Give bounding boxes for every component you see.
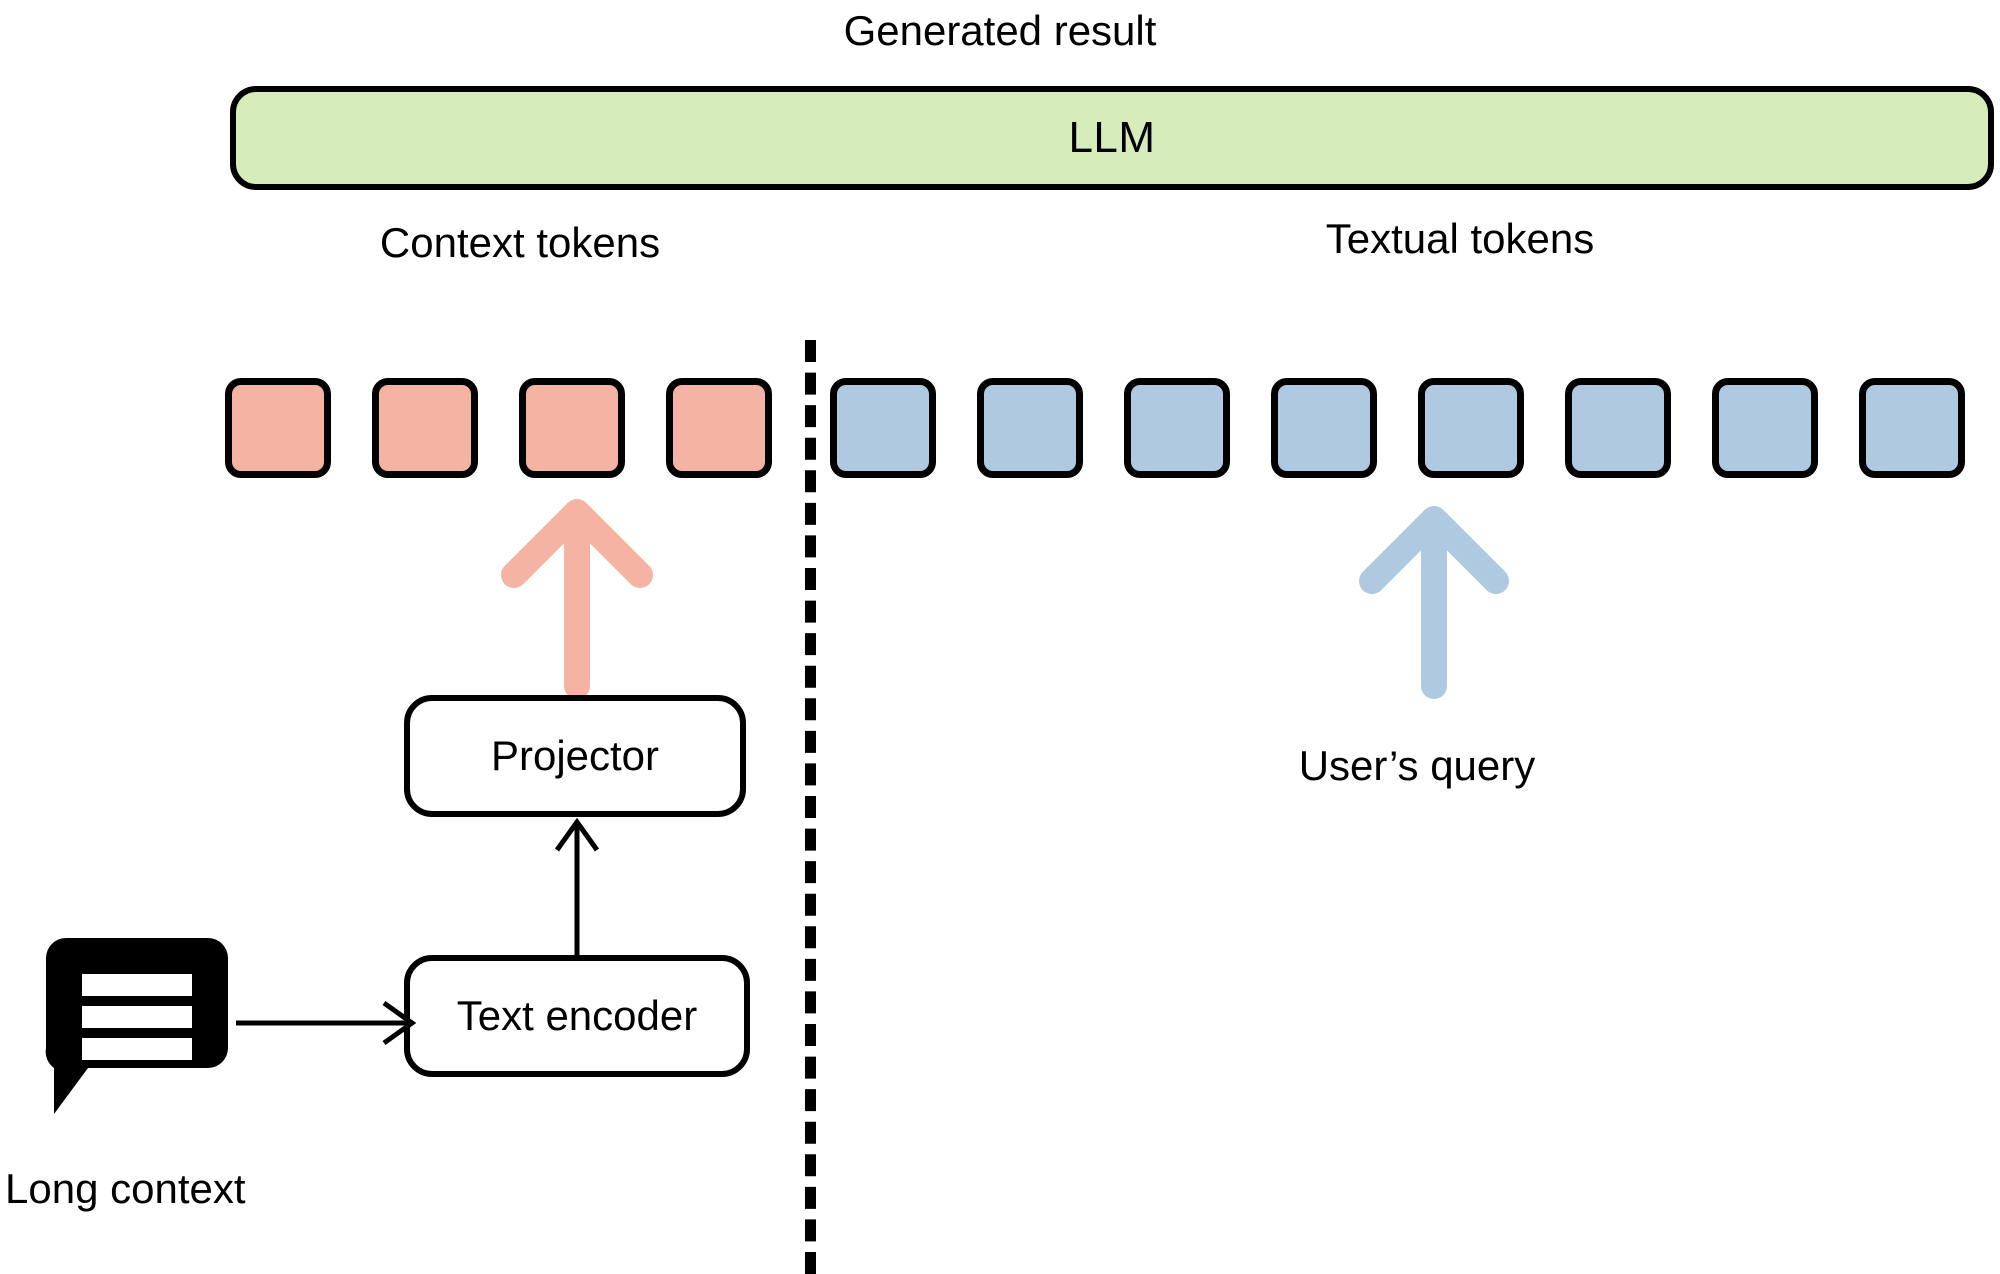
- text-encoder-node[interactable]: Text encoder: [404, 955, 750, 1077]
- speech-bubble-icon: [45, 938, 228, 1114]
- textual-token[interactable]: [1859, 378, 1965, 478]
- long-context-caption: Long context: [5, 1165, 246, 1212]
- projector-label: Projector: [490, 732, 660, 779]
- textual-token[interactable]: [1712, 378, 1818, 478]
- context-tokens-label: Context tokens: [379, 219, 661, 266]
- context-arrow-up-icon: [501, 499, 653, 699]
- page-title: Generated result: [843, 7, 1157, 54]
- context-token[interactable]: [666, 378, 772, 478]
- textual-tokens-label: Textual tokens: [1325, 215, 1595, 262]
- textual-token[interactable]: [1124, 378, 1230, 478]
- modality-divider: [805, 340, 816, 1274]
- context-token[interactable]: [519, 378, 625, 478]
- context-token[interactable]: [225, 378, 331, 478]
- textual-token[interactable]: [830, 378, 936, 478]
- context-token[interactable]: [372, 378, 478, 478]
- llm-block[interactable]: LLM: [230, 86, 1994, 190]
- text-encoder-label: Text encoder: [456, 992, 698, 1039]
- users-query-caption: User’s query: [1298, 742, 1536, 789]
- llm-label: LLM: [1068, 113, 1156, 162]
- textual-arrow-up-icon: [1359, 506, 1509, 699]
- textual-token[interactable]: [977, 378, 1083, 478]
- encoder-to-projector-arrow-icon: [554, 817, 600, 964]
- projector-node[interactable]: Projector: [404, 695, 746, 817]
- context-to-encoder-arrow-icon: [236, 1000, 417, 1046]
- textual-token[interactable]: [1565, 378, 1671, 478]
- textual-token[interactable]: [1271, 378, 1377, 478]
- textual-token[interactable]: [1418, 378, 1524, 478]
